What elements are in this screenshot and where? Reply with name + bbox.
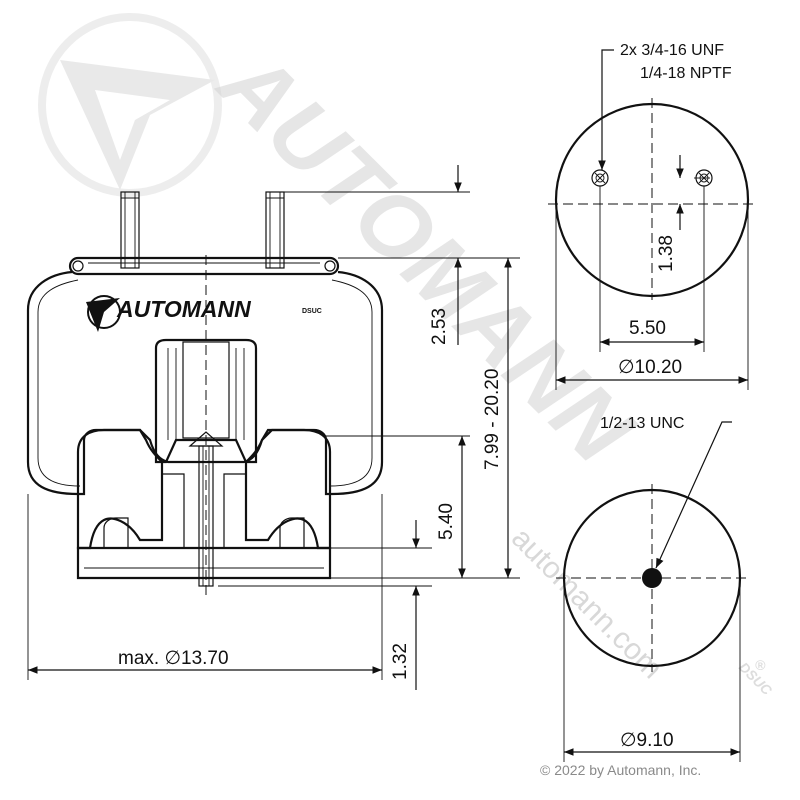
dim-diameter-max: max. ∅13.70 <box>118 648 229 669</box>
top-stud-right <box>265 191 285 269</box>
dim-height-bottom: 1.32 <box>390 643 411 680</box>
dim-height-top: 2.53 <box>429 308 450 345</box>
dim-height-range: 7.99 - 20.20 <box>482 369 503 470</box>
logo-arrow-icon <box>86 298 120 332</box>
dim-top-diameter: ∅10.20 <box>618 357 682 378</box>
side-view-dimensions: 2.53 7.99 - 20.20 5.40 1.32 max. ∅13.70 <box>27 165 520 690</box>
dim-top-spacing: 5.50 <box>629 318 666 339</box>
dim-bottom-diameter: ∅9.10 <box>620 730 674 751</box>
bellows-inner-line <box>37 279 81 487</box>
watermark-url: automann.com <box>505 522 669 686</box>
bellows-inner-line-right <box>329 279 373 487</box>
dim-top-offset: 1.38 <box>656 235 677 272</box>
piston-right <box>244 428 332 550</box>
top-view: 2x 3/4-16 UNF 1/4-18 NPTF 1.38 5.50 ∅10.… <box>548 42 756 390</box>
bellows-outline <box>26 270 384 496</box>
copyright-notice: © 2022 by Automann, Inc. <box>540 762 701 778</box>
bellows-logo: AUTOMANN DSUC <box>86 295 322 332</box>
label-top-port: 1/4-18 NPTF <box>640 65 732 82</box>
piston-ribs <box>103 473 305 548</box>
bottom-stud-hole <box>642 568 662 588</box>
top-stud-left <box>120 191 140 269</box>
side-view: AUTOMANN DSUC <box>26 191 384 600</box>
piston-base <box>76 546 332 580</box>
label-bottom-thread: 1/2-13 UNC <box>600 415 684 432</box>
piston-left <box>76 428 164 550</box>
watermark-registered-mark: ® <box>755 657 766 673</box>
dim-height-piston: 5.40 <box>436 503 457 540</box>
logo-text: AUTOMANN <box>116 296 251 322</box>
watermark-logo-icon <box>38 13 222 197</box>
top-port-left <box>591 169 609 187</box>
bead-plate <box>68 256 340 276</box>
label-top-thread: 2x 3/4-16 UNF <box>620 42 724 59</box>
bottom-view: 1/2-13 UNC ∅9.10 <box>556 415 748 762</box>
logo-badge: DSUC <box>302 308 322 315</box>
